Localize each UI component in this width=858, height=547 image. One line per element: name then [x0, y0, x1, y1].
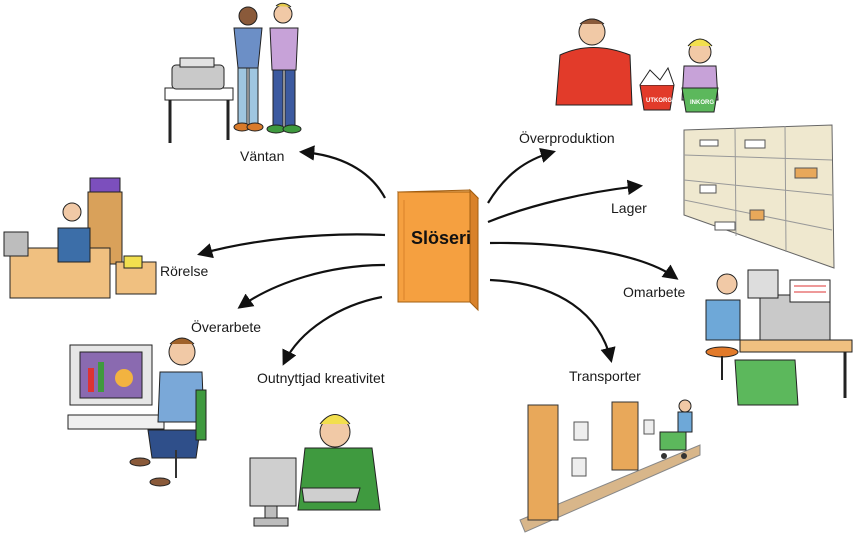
label-overarbete: Överarbete: [191, 319, 262, 335]
transport-illustration: [519, 399, 701, 533]
overprocessing-illustration: [67, 337, 207, 487]
center-book: [396, 188, 480, 312]
shelving-illustration: [683, 124, 835, 269]
arrow-rorelse: [197, 233, 386, 259]
label-rorelse: Rörelse: [160, 263, 209, 279]
rework-illustration: [705, 269, 853, 406]
arrow-lager: [487, 179, 644, 224]
unused-creativity-illustration: [249, 414, 381, 527]
label-transporter: Transporter: [569, 368, 641, 384]
outbox-label: UTKORG: [646, 98, 672, 104]
arrow-outnyttjad: [282, 295, 383, 366]
inbox-label: INKORG: [690, 100, 714, 106]
arrow-transporter: [489, 278, 616, 363]
arrow-overproduktion: [487, 147, 556, 204]
label-lager: Lager: [611, 200, 647, 216]
arrows: [197, 145, 679, 366]
overproduction-illustration: UTKORG INKORG: [555, 18, 719, 113]
label-outnyttjad: Outnyttjad kreativitet: [257, 370, 385, 386]
arrow-omarbete: [489, 241, 679, 280]
label-overproduktion: Överproduktion: [519, 130, 615, 146]
arrow-overarbete: [237, 263, 386, 309]
label-vantan: Väntan: [240, 148, 285, 164]
motion-illustration: [3, 177, 157, 299]
label-omarbete: Omarbete: [623, 284, 686, 300]
center-title: Slöseri: [410, 228, 472, 248]
arrow-vantan: [298, 145, 386, 199]
waiting-illustration: [164, 2, 302, 143]
